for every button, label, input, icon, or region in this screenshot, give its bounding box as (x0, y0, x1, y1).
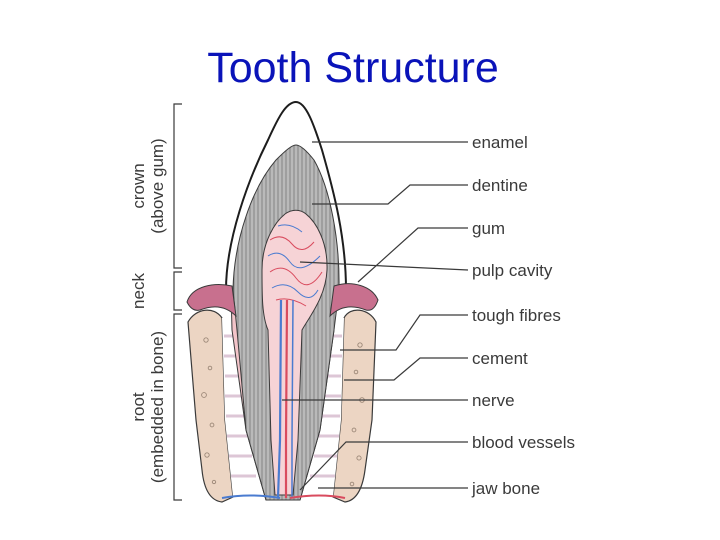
section-root-label: root (129, 392, 148, 422)
label-blood-vessels: blood vessels (472, 433, 575, 452)
label-pulp-cavity: pulp cavity (472, 261, 553, 280)
blood-vessel-a (286, 300, 287, 498)
label-cement: cement (472, 349, 528, 368)
section-root-note: (embedded in bone) (148, 331, 167, 483)
section-crown-note: (above gum) (148, 138, 167, 233)
section-crown-label: crown (129, 163, 148, 208)
label-tough-fibres: tough fibres (472, 306, 561, 325)
section-neck-label: neck (129, 273, 148, 309)
label-enamel: enamel (472, 133, 528, 152)
label-dentine: dentine (472, 176, 528, 195)
label-gum: gum (472, 219, 505, 238)
label-jaw-bone: jaw bone (471, 479, 540, 498)
section-brackets (174, 104, 182, 500)
label-nerve: nerve (472, 391, 515, 410)
